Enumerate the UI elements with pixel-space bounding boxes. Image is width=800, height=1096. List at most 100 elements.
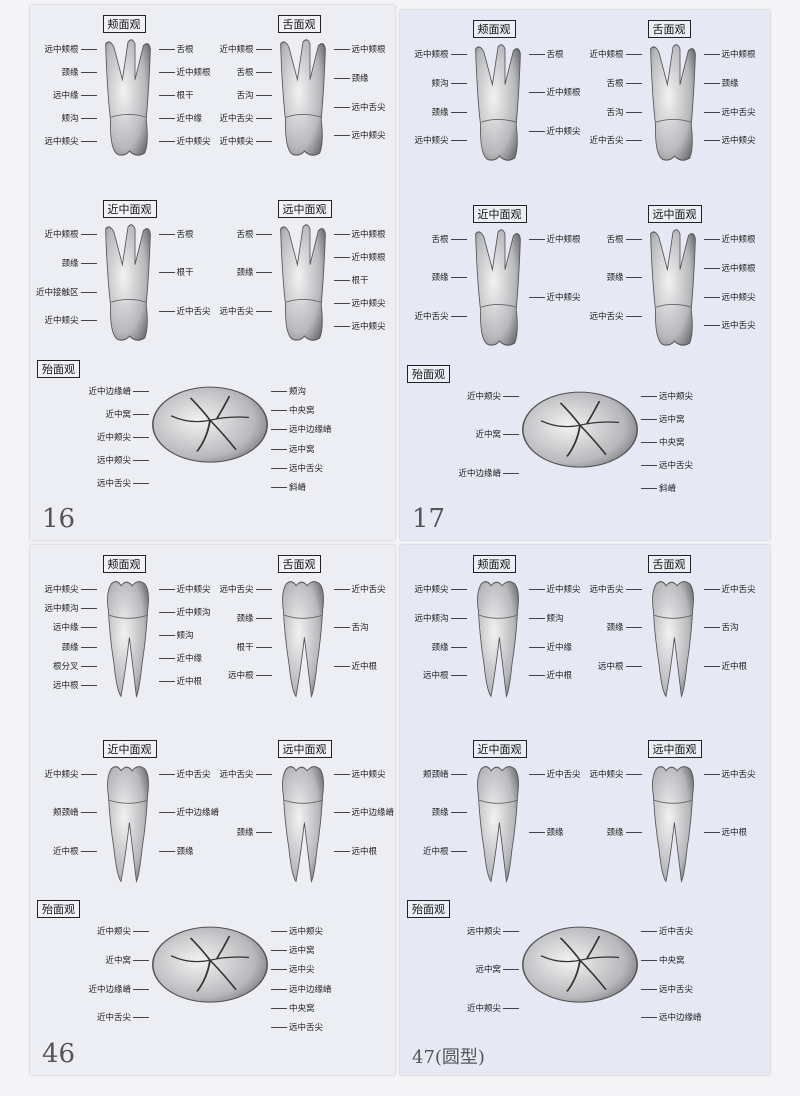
leader-line bbox=[133, 414, 149, 415]
annotation-label: 远中舌尖 bbox=[721, 321, 756, 332]
leader-line bbox=[333, 77, 350, 79]
annotation-label: 颊颈嵴 bbox=[52, 808, 79, 819]
annotation-label: 颈缘 bbox=[721, 78, 739, 89]
annotation-label: 舌根 bbox=[606, 78, 624, 89]
leader-line bbox=[625, 831, 642, 833]
annotation-label: 近中边缘嵴 bbox=[88, 387, 131, 397]
leader-line bbox=[333, 326, 350, 327]
leader-line bbox=[271, 429, 287, 431]
leader-line bbox=[450, 239, 467, 240]
annotation-label: 颊沟 bbox=[431, 78, 449, 89]
leader-line bbox=[80, 72, 97, 73]
annotation-label: 颊颈嵴 bbox=[422, 770, 449, 780]
leader-line bbox=[450, 850, 467, 852]
annotation-label: 舌沟 bbox=[236, 91, 254, 101]
leader-line bbox=[80, 141, 97, 142]
leader-line bbox=[703, 239, 720, 240]
leader-line bbox=[528, 774, 545, 775]
leader-line bbox=[255, 310, 272, 312]
buccal-view: 颊面观 远中颊尖远中颊沟远中缘颈缘根分叉远中根近中颊尖近中颊沟颊沟近中缘近中根 bbox=[44, 555, 211, 725]
annotation-label: 远中舌尖 bbox=[219, 770, 254, 780]
leader-line bbox=[333, 135, 350, 137]
annotation-label: 舌根 bbox=[236, 68, 254, 78]
mesial-view: 近中面观 近中颊根颈缘近中接触区近中颊尖舌根根干近中舌尖 bbox=[36, 200, 211, 350]
leader-line bbox=[271, 988, 287, 990]
leader-line bbox=[158, 234, 175, 235]
annotation-label: 远中颊沟 bbox=[414, 613, 449, 624]
leader-line bbox=[133, 391, 149, 392]
annotation-label: 近中舌尖 bbox=[219, 114, 254, 124]
annotation-label: 近中颊尖 bbox=[466, 392, 501, 402]
leader-line bbox=[271, 931, 287, 932]
annotation-label: 近中边缘嵴 bbox=[88, 984, 131, 995]
leader-line bbox=[625, 774, 642, 775]
leader-line bbox=[80, 646, 97, 648]
leader-line bbox=[255, 675, 272, 677]
annotation-label: 远中边缘嵴 bbox=[289, 425, 332, 436]
annotation-label: 颊沟 bbox=[61, 114, 79, 124]
lingual-view: 舌面观 远中舌尖颈缘根干远中根近中舌尖舌沟近中根 bbox=[219, 555, 386, 725]
leader-line bbox=[703, 325, 720, 327]
leader-line bbox=[80, 850, 97, 852]
leader-line bbox=[80, 320, 97, 322]
leader-line bbox=[333, 303, 350, 304]
view-title: 颊面观 bbox=[102, 555, 146, 573]
leader-line bbox=[625, 140, 642, 142]
annotation-label: 颈缘 bbox=[236, 613, 254, 624]
leader-line bbox=[255, 118, 272, 119]
annotation-label: 远中颊尖 bbox=[44, 137, 79, 147]
leader-line bbox=[158, 310, 175, 312]
page-number: 46 bbox=[42, 1039, 76, 1069]
view-title: 殆面观 bbox=[37, 900, 80, 918]
tooth-drawing bbox=[93, 575, 163, 704]
leader-line bbox=[450, 675, 467, 677]
annotation-label: 斜嵴 bbox=[289, 482, 307, 493]
view-title: 远中面观 bbox=[277, 740, 332, 758]
leader-line bbox=[133, 1017, 149, 1019]
annotation-label: 远中边缘嵴 bbox=[659, 1013, 702, 1024]
annotation-label: 远中舌尖 bbox=[659, 984, 694, 995]
annotation-label: 近中颊尖 bbox=[176, 137, 211, 147]
annotation-label: 近中舌尖 bbox=[721, 585, 756, 595]
leader-line bbox=[255, 831, 272, 833]
occlusal-view: 殆面观 近中边缘嵴近中窝近中颊尖远中颊尖远中舌尖颊沟中央窝远中边缘嵴远中窝远中舌… bbox=[37, 350, 355, 525]
leader-line bbox=[625, 665, 642, 667]
leader-line bbox=[271, 448, 287, 450]
view-title: 颊面观 bbox=[102, 15, 146, 33]
leader-line bbox=[333, 280, 350, 281]
annotation-label: 远中尖 bbox=[289, 965, 315, 976]
tooth-drawing bbox=[515, 920, 645, 1049]
leader-line bbox=[80, 627, 97, 629]
annotation-label: 远中舌尖 bbox=[721, 107, 756, 118]
tooth-drawing bbox=[515, 385, 645, 514]
annotation-label: 近中颊尖 bbox=[219, 137, 254, 147]
view-title: 近中面观 bbox=[102, 740, 157, 758]
leader-line bbox=[158, 72, 175, 73]
leader-line bbox=[703, 267, 720, 269]
annotation-label: 近中颊根 bbox=[589, 50, 624, 60]
annotation-label: 舌根 bbox=[236, 230, 254, 240]
distal-view: 远中面观 远中舌尖颈缘远中颊尖远中边缘嵴远中根 bbox=[219, 740, 394, 890]
annotation-label: 远中颊尖 bbox=[721, 136, 756, 147]
leader-line bbox=[703, 627, 720, 629]
tooth-drawing bbox=[93, 220, 163, 349]
leader-line bbox=[503, 1007, 519, 1009]
annotation-label: 舌根 bbox=[431, 235, 449, 245]
leader-line bbox=[158, 612, 175, 613]
view-title: 殆面观 bbox=[37, 360, 80, 378]
lingual-view: 舌面观 近中颊根舌根舌沟近中舌尖远中颊根颈缘远中舌尖远中颊尖 bbox=[589, 20, 756, 190]
tooth-drawing bbox=[638, 40, 708, 169]
leader-line bbox=[133, 931, 149, 932]
annotation-label: 远中舌尖 bbox=[721, 770, 756, 780]
leader-line bbox=[503, 472, 519, 474]
tooth-drawing bbox=[268, 760, 338, 889]
annotation-label: 近中根 bbox=[422, 846, 449, 857]
leader-line bbox=[703, 296, 720, 298]
tooth-drawing bbox=[638, 760, 708, 889]
leader-line bbox=[158, 589, 175, 590]
leader-line bbox=[133, 483, 149, 484]
leader-line bbox=[450, 315, 467, 317]
annotation-label: 近中颊根 bbox=[44, 230, 79, 240]
annotation-label: 近中颊尖 bbox=[546, 585, 581, 595]
annotation-label: 近中颊尖 bbox=[96, 433, 131, 443]
